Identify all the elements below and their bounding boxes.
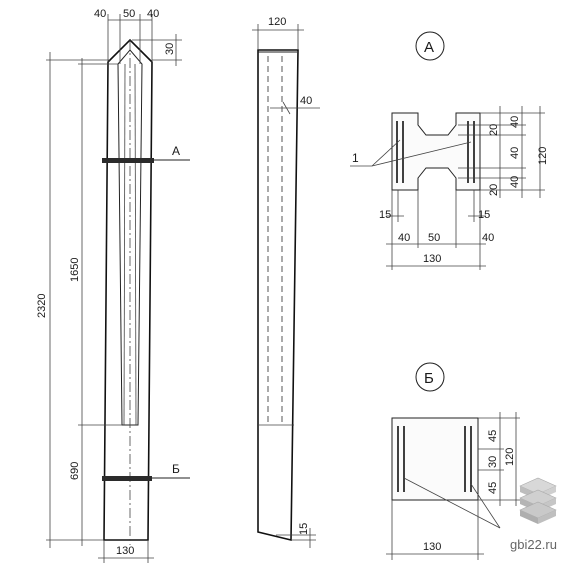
post-outline <box>103 38 153 541</box>
callout-leader-2 <box>371 141 472 167</box>
bottom-dim: 130 <box>116 545 134 557</box>
side-offset-tick <box>282 101 291 115</box>
b-dim-r2: 30 <box>487 456 499 468</box>
side-view: 120 40 15 <box>252 16 320 548</box>
side-outline <box>257 49 299 542</box>
front-elevation: А Б 40 50 40 30 2320 1650 690 130 <box>36 8 190 563</box>
a-dim-r3: 40 <box>509 147 521 159</box>
top-dim-3: 40 <box>147 8 159 20</box>
b-dim-r3: 45 <box>487 482 499 494</box>
callout-number: 1 <box>352 151 359 165</box>
b-leader-2 <box>470 483 501 529</box>
section-b-mark: Б <box>172 462 180 476</box>
section-a-title-circle <box>415 31 445 61</box>
a-total-bottom: 130 <box>423 253 441 265</box>
section-b-title-circle <box>415 362 445 392</box>
total-dim: 2320 <box>36 294 48 318</box>
post-groove <box>117 49 143 426</box>
side-offset-dim: 40 <box>300 95 312 107</box>
a-dim-r5: 20 <box>488 184 500 196</box>
tip-dim: 30 <box>164 43 176 55</box>
upper-dim: 1650 <box>69 258 81 282</box>
a-dim-r1: 20 <box>488 124 500 136</box>
section-a-mark: А <box>172 144 180 158</box>
b-dim-r1: 45 <box>487 430 499 442</box>
a-small-left: 15 <box>379 209 391 221</box>
section-a-band <box>102 158 154 163</box>
watermark-text: gbi22.ru <box>510 537 557 552</box>
side-bottom-dim: 15 <box>298 523 310 535</box>
stack-logo-icon <box>519 477 557 524</box>
section-b-title: Б <box>424 370 434 387</box>
a-bottom-2: 50 <box>428 232 440 244</box>
callout-leader-1 <box>371 139 401 167</box>
a-dim-r2: 40 <box>509 116 521 128</box>
b-dim-total-right: 120 <box>504 448 516 466</box>
watermark: gbi22.ru <box>510 477 557 552</box>
b-bottom-dim: 130 <box>423 541 441 553</box>
b-leader-1 <box>403 477 501 529</box>
a-bottom-1: 40 <box>398 232 410 244</box>
section-b: Б 45 30 45 120 130 <box>386 362 520 560</box>
a-dim-total-right: 120 <box>537 147 549 165</box>
a-bottom-3: 40 <box>482 232 494 244</box>
section-a-shape <box>391 112 481 191</box>
groove-line-left <box>123 63 126 426</box>
a-small-right: 15 <box>478 209 490 221</box>
section-a: А 1 20 40 40 40 20 120 <box>350 31 549 270</box>
section-b-band <box>102 476 152 481</box>
groove-line-right <box>134 63 137 426</box>
section-a-title: А <box>424 39 434 56</box>
top-dim-2: 50 <box>123 8 135 20</box>
a-dim-r4: 40 <box>509 176 521 188</box>
lower-dim: 690 <box>69 462 81 480</box>
side-top-dim: 120 <box>268 16 286 28</box>
top-dim-1: 40 <box>94 8 106 20</box>
section-b-shape <box>391 417 479 501</box>
